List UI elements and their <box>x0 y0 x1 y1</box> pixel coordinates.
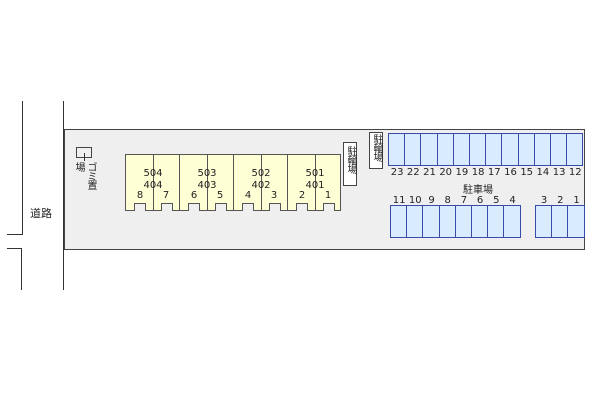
parking-stall <box>471 205 489 238</box>
parking-stall-number: 2 <box>557 195 564 206</box>
door-number: 5 <box>216 190 224 201</box>
parking-stall-number: 17 <box>487 167 501 178</box>
road-right-edge <box>63 101 64 290</box>
parking-stall-number: 1 <box>573 195 580 206</box>
garbage-label: ゴミ置場 <box>72 162 96 192</box>
parking-stall <box>388 133 406 166</box>
door-number: 1 <box>324 190 332 201</box>
parking-stall-number: 18 <box>471 167 485 178</box>
parking-label: 駐車場 <box>463 185 493 196</box>
parking-stall <box>422 205 440 238</box>
parking-stall <box>517 133 535 166</box>
parking-stall-number: 7 <box>460 195 468 206</box>
entrance-notch <box>269 203 281 211</box>
unit-lower: 403 <box>197 180 217 191</box>
parking-stall-number: 22 <box>406 167 420 178</box>
parking-stall <box>438 205 456 238</box>
entrance-notch <box>296 203 308 211</box>
parking-stall <box>469 133 487 166</box>
parking-stall <box>485 133 503 166</box>
parking-stall-number: 9 <box>428 195 435 206</box>
parking-stall <box>406 205 424 238</box>
building-504: 504 404 8 7 <box>125 154 180 211</box>
entrance-notch <box>323 203 335 211</box>
parking-stall-number: 8 <box>444 195 451 206</box>
unit-divider <box>153 155 154 210</box>
road-left-notch-lower <box>7 248 21 249</box>
bicycle-parking-label-1: 駐輪場 <box>343 142 357 186</box>
parking-stall-number: 20 <box>439 167 453 178</box>
parking-stall <box>551 205 569 238</box>
parking-stall <box>390 205 408 238</box>
parking-stall-number: 5 <box>493 195 500 206</box>
unit-lower: 402 <box>251 180 271 191</box>
garbage-label-text: ゴミ置場 <box>73 162 96 189</box>
parking-stall-number: 3 <box>540 195 548 206</box>
parking-stall <box>566 133 584 166</box>
parking-stall-number: 13 <box>552 167 566 178</box>
parking-stall-number: 10 <box>408 195 422 206</box>
parking-stall <box>567 205 585 238</box>
parking-stall <box>452 133 470 166</box>
unit-upper: 504 <box>143 168 163 179</box>
parking-stall-number: 21 <box>423 167 436 178</box>
door-number: 8 <box>136 190 144 201</box>
unit-upper: 503 <box>197 168 217 179</box>
unit-divider <box>207 155 208 210</box>
entrance-notch <box>134 203 146 211</box>
unit-divider <box>315 155 316 210</box>
unit-divider <box>261 155 262 210</box>
garbage-pointer <box>84 153 85 161</box>
entrance-notch <box>215 203 227 211</box>
door-number: 3 <box>270 190 278 201</box>
entrance-notch <box>242 203 254 211</box>
building-503: 503 403 6 5 <box>179 154 234 211</box>
parking-stall <box>404 133 422 166</box>
parking-stall <box>454 205 472 238</box>
unit-lower: 404 <box>143 180 163 191</box>
building-502: 502 402 4 3 <box>233 154 288 211</box>
parking-stall-number: 6 <box>476 195 484 206</box>
parking-stall-number: 12 <box>568 167 582 178</box>
road-left-edge-lower <box>21 248 22 290</box>
parking-stall-number: 14 <box>536 167 550 178</box>
unit-upper: 502 <box>251 168 271 179</box>
parking-stall <box>501 133 519 166</box>
parking-stall <box>535 205 553 238</box>
parking-stall <box>533 133 551 166</box>
parking-stall-number: 23 <box>390 167 404 178</box>
building-501: 501 401 2 1 <box>287 154 341 211</box>
parking-stall <box>436 133 454 166</box>
parking-stall-number: 4 <box>509 195 516 206</box>
entrance-notch <box>188 203 200 211</box>
road-left-notch-upper <box>7 234 23 235</box>
road-left-edge-upper <box>22 101 23 235</box>
unit-lower: 401 <box>305 180 325 191</box>
parking-stall <box>487 205 505 238</box>
door-number: 7 <box>162 190 170 201</box>
door-number: 6 <box>190 190 198 201</box>
parking-stall-number: 16 <box>504 167 517 178</box>
parking-stall-number: 19 <box>455 167 469 178</box>
road-label: 道路 <box>30 207 52 220</box>
bicycle-parking-label-2: 駐輪場 <box>369 132 383 169</box>
bicycle-parking-text: 駐輪場 <box>345 146 356 173</box>
parking-stall <box>550 133 568 166</box>
parking-stall <box>503 205 521 238</box>
parking-stall-number: 11 <box>392 195 406 206</box>
parking-stall-number: 15 <box>520 167 534 178</box>
entrance-notch <box>161 203 173 211</box>
door-number: 4 <box>244 190 252 201</box>
door-number: 2 <box>298 190 306 201</box>
unit-upper: 501 <box>305 168 325 179</box>
parking-stall <box>420 133 438 166</box>
bicycle-parking-text: 駐輪場 <box>371 134 382 161</box>
